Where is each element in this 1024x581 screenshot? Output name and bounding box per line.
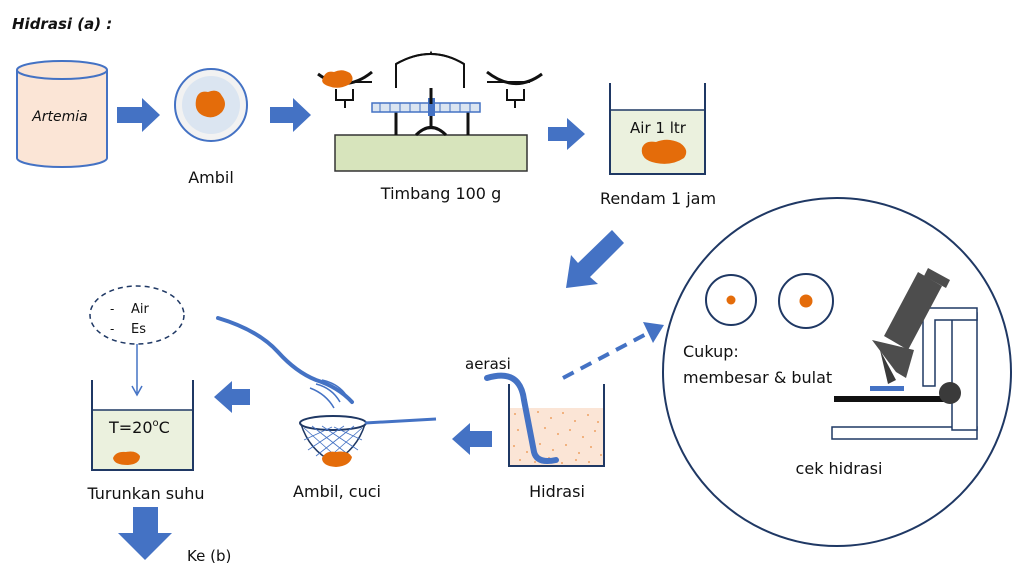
- ambil-label: Ambil: [188, 168, 234, 187]
- balance-scale: [317, 50, 543, 172]
- bubble-air-label: Air: [131, 302, 150, 317]
- arrow-4: [452, 423, 492, 455]
- cukup-label-line1: Cukup:: [683, 342, 739, 361]
- hidrasi-label: Hidrasi: [529, 482, 585, 501]
- arrow-3: [548, 118, 585, 150]
- sieve-net: [216, 316, 437, 467]
- arrow-diagonal: [566, 230, 624, 288]
- artemia-jar: [16, 60, 108, 168]
- arrow-5: [214, 381, 250, 413]
- ambil-cuci-label: Ambil, cuci: [293, 482, 381, 501]
- ke-b-label: Ke (b): [187, 547, 231, 565]
- suhu-label: T=20oC: [108, 418, 170, 437]
- arrow-1: [117, 98, 160, 132]
- turunkan-label: Turunkan suhu: [86, 484, 204, 503]
- dashed-arrow: [562, 322, 664, 380]
- bubble-connector: [131, 344, 143, 397]
- petri-dish: [174, 68, 248, 142]
- air-1-ltr-label: Air 1 ltr: [630, 119, 687, 137]
- arrow-down: [118, 507, 172, 560]
- aerasi-label: aerasi: [465, 355, 511, 373]
- arrow-2: [270, 98, 311, 132]
- bubble-dash-1: -: [110, 302, 114, 316]
- timbang-label: Timbang 100 g: [380, 184, 501, 203]
- bubble-es-label: Es: [131, 322, 146, 337]
- hydration-beaker: [484, 372, 605, 467]
- air-es-bubble: [89, 285, 185, 345]
- bubble-dash-2: -: [110, 322, 114, 336]
- soak-beaker: [609, 83, 706, 175]
- rendam-label: Rendam 1 jam: [600, 189, 716, 208]
- microscope-icon: [831, 268, 978, 440]
- temperature-beaker: [91, 380, 194, 471]
- cukup-label-line2: membesar & bulat: [683, 368, 832, 387]
- artemia-label: Artemia: [31, 109, 88, 125]
- diagram-title: Hidrasi (a) :: [12, 15, 112, 33]
- cek-hidrasi-label: cek hidrasi: [796, 459, 883, 478]
